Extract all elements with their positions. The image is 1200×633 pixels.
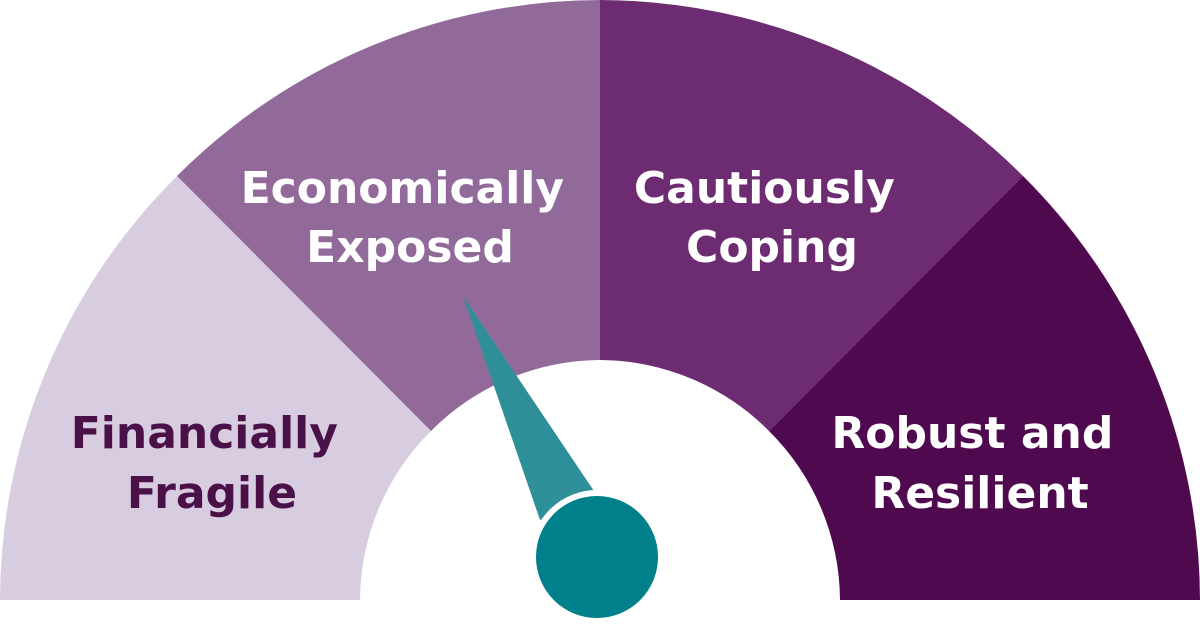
segment-financially-fragile xyxy=(0,176,431,600)
needle-hub xyxy=(530,490,664,624)
segment-cautiously-coping xyxy=(600,0,1023,431)
label-economically-exposed: Economically Exposed xyxy=(241,163,580,273)
label-cautiously-coping: Cautiously Coping xyxy=(634,163,910,273)
segment-robust-and-resilient xyxy=(769,176,1200,600)
gauge-needle xyxy=(463,296,598,520)
segment-economically-exposed xyxy=(177,0,600,431)
label-financially-fragile: Financially Fragile xyxy=(71,408,354,519)
label-robust-and-resilient: Robust and Resilient xyxy=(831,408,1128,519)
